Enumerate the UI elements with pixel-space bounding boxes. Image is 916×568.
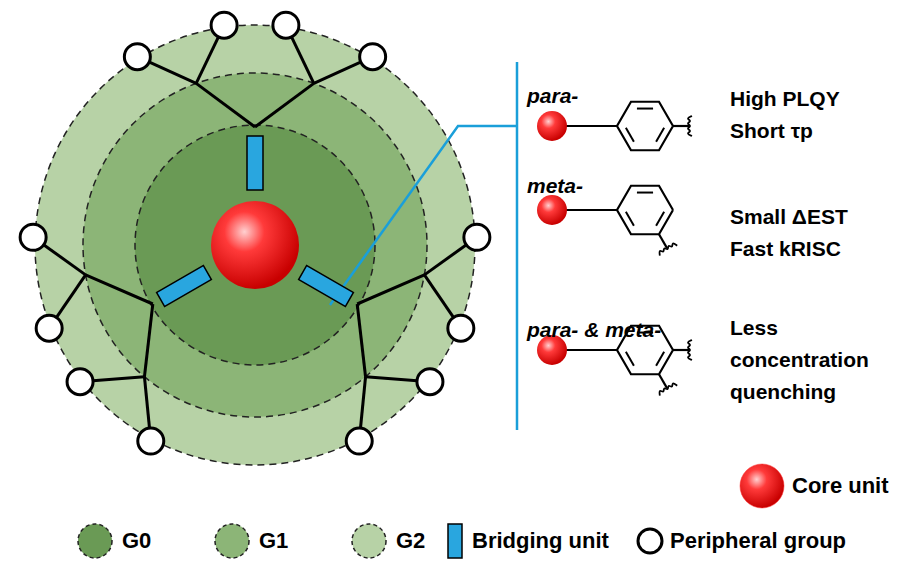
peripheral-circle [36, 315, 62, 341]
bridging-units [157, 136, 354, 306]
core-sphere-small [537, 111, 567, 141]
double-bond [637, 192, 653, 194]
double-bond [656, 352, 664, 366]
dendron-branches [20, 12, 490, 454]
bridging-swatch [448, 524, 462, 558]
branch-line [196, 83, 255, 127]
branch-line [255, 83, 314, 127]
legend-text: G1 [259, 528, 288, 554]
peripheral-swatch [638, 529, 662, 553]
bond-line [673, 349, 689, 351]
g2-shell [35, 25, 475, 465]
double-bond [626, 212, 634, 226]
wavy-bond [688, 116, 692, 136]
peripheral-circle [346, 428, 372, 454]
double-bond [626, 352, 634, 366]
peripheral-circle [124, 44, 150, 70]
benzene-rings [537, 102, 692, 396]
property-label: High PLQY Short τp [730, 83, 858, 147]
core-sphere-small [537, 195, 567, 225]
peripheral-circle [273, 12, 299, 38]
divider-line [516, 62, 519, 430]
peripheral-circle [67, 369, 93, 395]
g1-shell [83, 73, 427, 417]
double-bond [656, 212, 664, 226]
bridging-rect [247, 136, 263, 190]
double-bond [626, 128, 634, 142]
peripheral-circle [464, 224, 490, 250]
peripheral-circle [417, 369, 443, 395]
leader-line [330, 126, 517, 305]
benzene-ring [617, 102, 673, 150]
branch-line [357, 304, 365, 377]
bridging-rect [299, 266, 354, 307]
peripheral-circle [138, 428, 164, 454]
wavy-bond [660, 383, 678, 395]
peripheral-circle [448, 315, 474, 341]
shell-swatch [78, 524, 112, 558]
property-label: Less concentration quenching [730, 312, 895, 408]
legend-text: Core unit [792, 473, 889, 499]
bond-line [659, 374, 667, 388]
core-swatch [740, 464, 784, 508]
peripheral-circle [20, 224, 46, 250]
benzene-ring [617, 186, 673, 234]
branch-line [144, 304, 152, 377]
branch-line [357, 275, 424, 304]
bond-line [673, 125, 689, 127]
bond-line [659, 234, 667, 248]
double-bond [656, 128, 664, 142]
substitution-label: para- [527, 80, 578, 112]
shell-swatch [215, 524, 249, 558]
legend-text: Bridging unit [472, 528, 609, 554]
legend-text: G2 [396, 528, 425, 554]
peripheral-circle [211, 12, 237, 38]
g0-shell [135, 125, 375, 365]
wavy-bond [688, 340, 692, 360]
bridging-rect [157, 266, 212, 307]
wavy-bond [660, 243, 678, 255]
shell-swatch [352, 524, 386, 558]
substitution-label: para- & meta- [527, 314, 661, 346]
branch-line [86, 275, 153, 304]
double-bond [637, 108, 653, 110]
property-label: Small ΔEST Fast kRISC [730, 201, 858, 265]
legend-text: G0 [122, 528, 151, 554]
legend-text: Peripheral group [670, 528, 846, 554]
peripheral-circle [360, 44, 386, 70]
substitution-label: meta- [527, 170, 583, 202]
core-sphere [211, 201, 299, 289]
